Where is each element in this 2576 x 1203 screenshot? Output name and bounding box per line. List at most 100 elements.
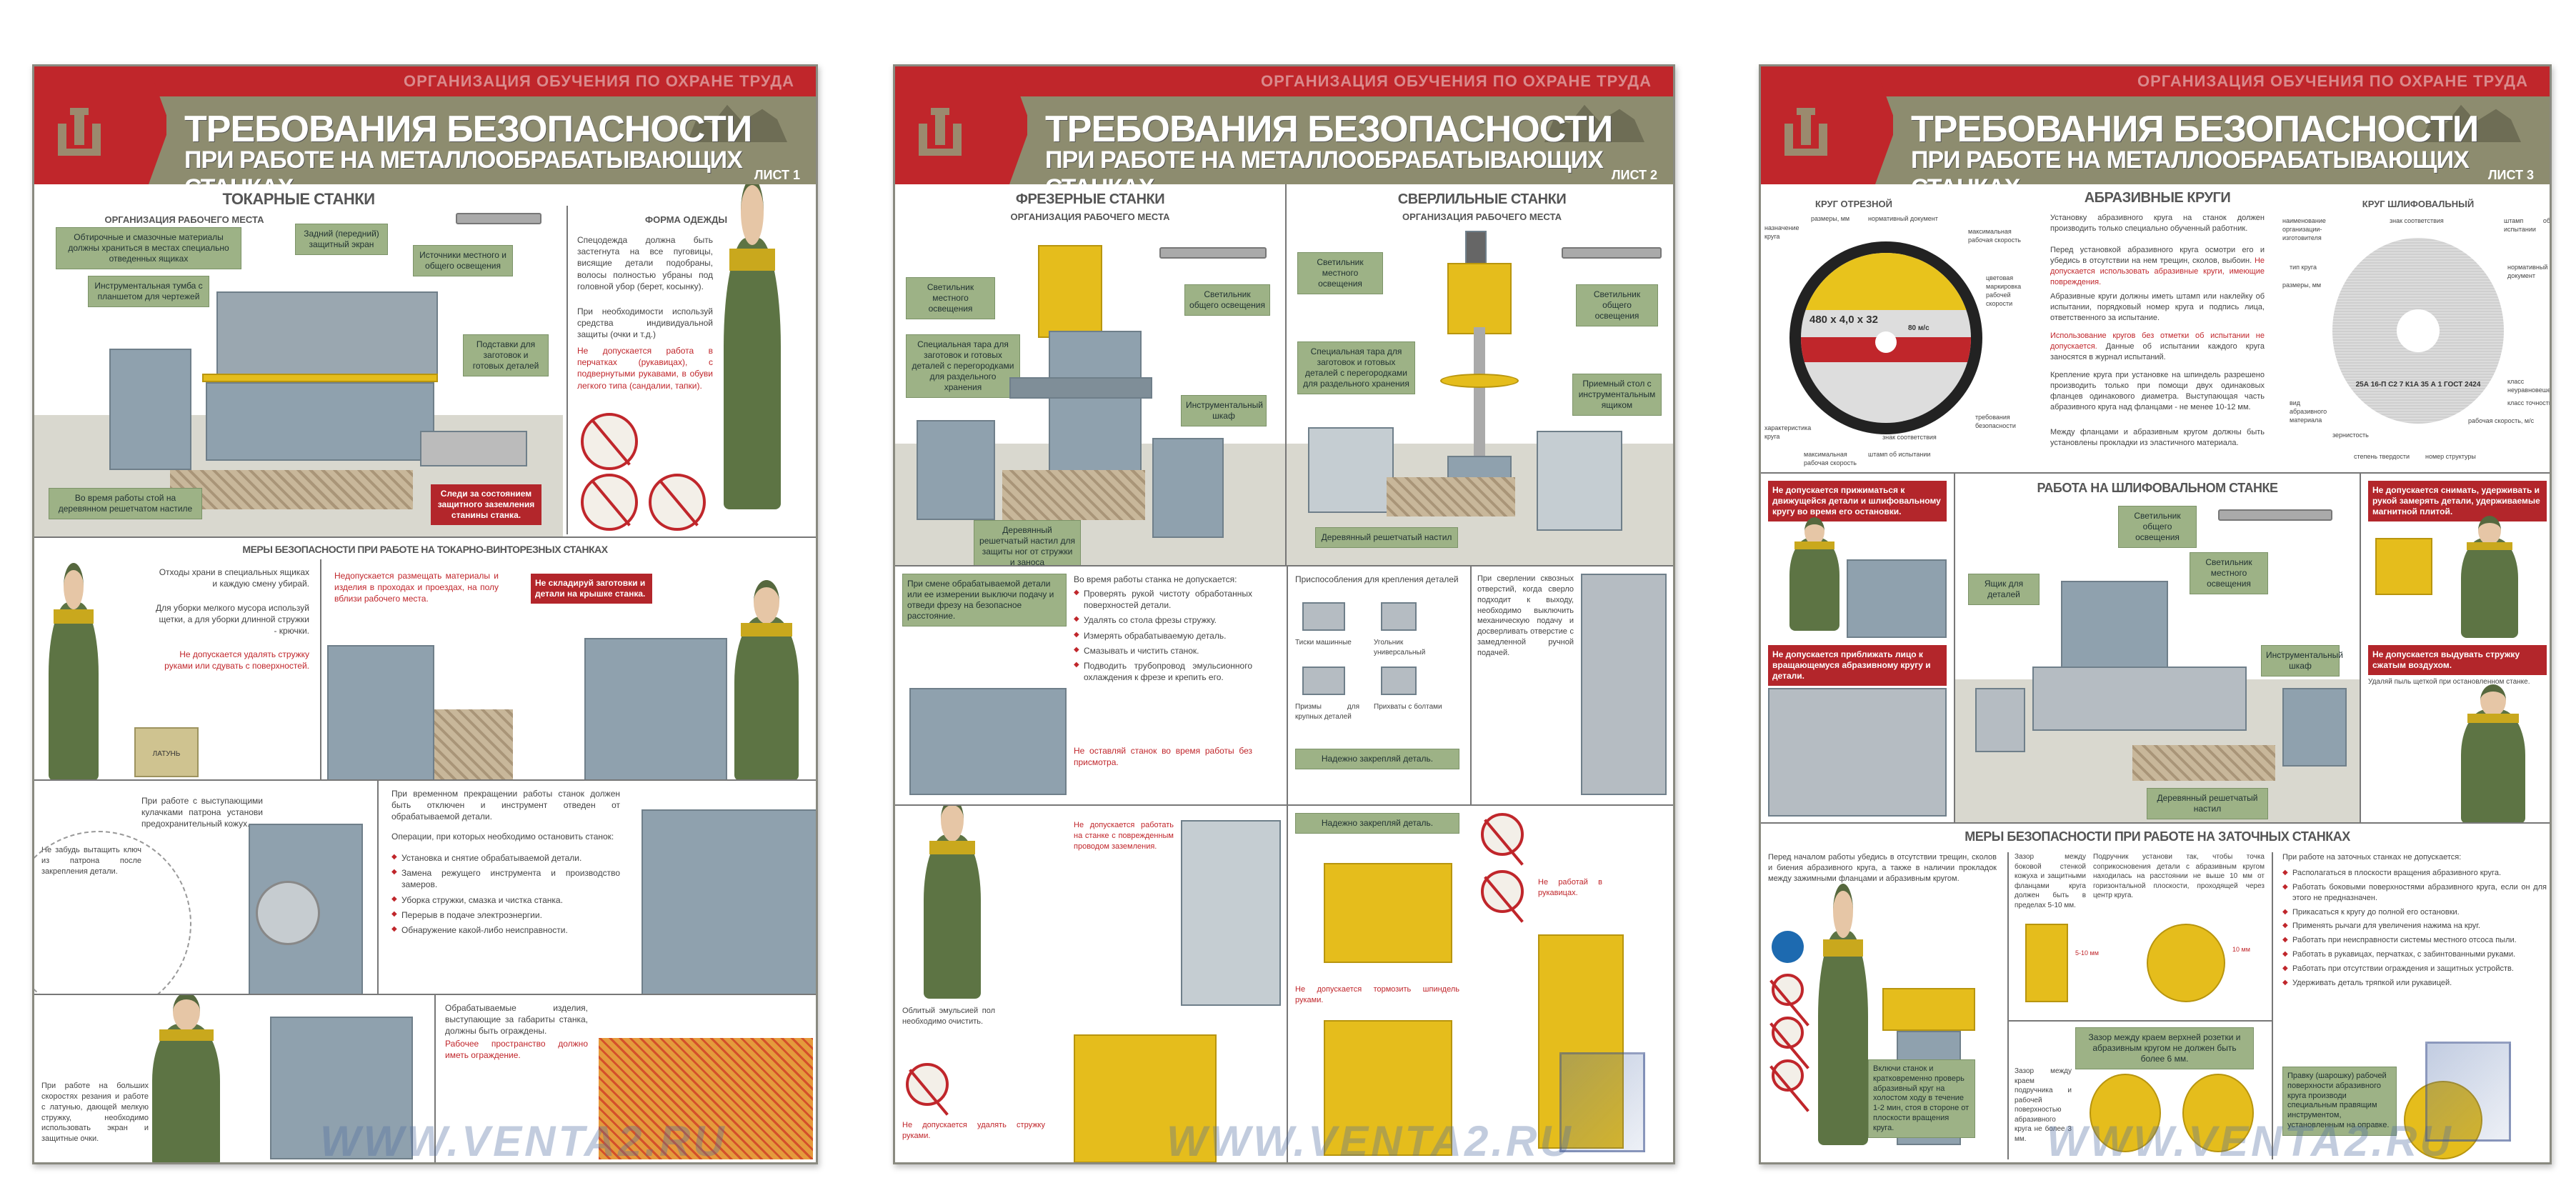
abrasive-wheels-section: АБРАЗИВНЫЕ КРУГИ КРУГ ОТРЕЗНОЙ 480 x 4,0…	[1761, 184, 2550, 474]
abrasive-text-3: Абразивные круги должны иметь штамп или …	[2050, 292, 2265, 322]
fence-text: Обрабатываемые изделия, выступающие за г…	[445, 1003, 588, 1037]
lathe-machine	[641, 809, 816, 994]
wheel-front-view	[2147, 924, 2225, 1002]
list-item: Уборка стружки, смазка и чистка станка.	[391, 894, 620, 906]
prohibition-icon	[906, 1063, 949, 1106]
warning-lid: Не складируй заготовки и детали на крышк…	[531, 574, 652, 604]
list-item: Проверять рукой чистоту обработанных пов…	[1074, 588, 1252, 611]
waste-warning: Не допускается удалять стружку руками ил…	[164, 649, 309, 672]
no-gloves-icon	[581, 474, 638, 531]
wheel-label: размеры, мм	[2282, 281, 2322, 289]
clamp-icon	[1381, 667, 1417, 695]
grinding-machine	[2061, 581, 2168, 674]
cut-wheel-icon: 480 x 4,0 x 32 80 м/с	[1789, 241, 1982, 434]
sheet-number: ЛИСТ 2	[1611, 168, 1657, 182]
list-item: Установка и снятие обрабатываемой детали…	[391, 852, 620, 864]
workplace-subtitle: ОРГАНИЗАЦИЯ РАБОЧЕГО МЕСТА	[1402, 211, 1562, 222]
drilling-workplace-section: СВЕРЛИЛЬНЫЕ СТАНКИ ОРГАНИЗАЦИЯ РАБОЧЕГО …	[1287, 184, 1673, 566]
wheel-label: степень твердости	[2354, 453, 2410, 460]
waste-text-1: Отходы храни в специальных ящиках и кажд…	[159, 567, 309, 589]
sheet-number: ЛИСТ 3	[2487, 168, 2534, 182]
zoom-circle	[34, 831, 191, 994]
abrasive-text-4: Использование кругов без отметки об испы…	[2050, 331, 2265, 363]
clean-warning: Не допускается удалять стружку руками.	[902, 1121, 1045, 1140]
drill-head	[1324, 1020, 1452, 1156]
sharp-callout: Включи станок и кратковременно проверь а…	[1868, 1059, 1975, 1139]
prohibition-icon	[1772, 1017, 1804, 1049]
right-caption: Удаляй пыль щеткой при остановленном ста…	[2368, 678, 2530, 686]
divider	[1287, 806, 1288, 1162]
divider	[566, 206, 568, 534]
mill-forbid-list: Проверять рукой чистоту обработанных пов…	[1074, 588, 1252, 687]
callout-general-light: Светильник общего освещения	[1184, 284, 1270, 316]
list-item: Работать боковыми поверхностями абразивн…	[2282, 882, 2547, 904]
lathe-machine	[270, 1017, 413, 1159]
wheel-label: цветовая маркировка рабочей скорости	[1986, 274, 2022, 308]
drill-machine	[1538, 934, 1624, 1149]
drill-table	[1324, 863, 1452, 963]
hands-warning: Не допускается тормозить шпиндель руками…	[1295, 985, 1459, 1004]
logo-icon	[1784, 108, 1827, 156]
clothing-text-1: Спецодежда должна быть застегнута на все…	[577, 235, 713, 291]
tool-cabinet	[2282, 688, 2347, 767]
watermark: WWW.VENTA2.RU	[320, 1117, 727, 1164]
callout-cabinet: Инструментальный шкаф	[2261, 645, 2343, 677]
wheel-label: 480 x 4,0 x 32 80 м/с	[1801, 253, 1971, 423]
divider	[1470, 566, 1472, 804]
bench-grinder	[1882, 988, 1975, 1031]
divider	[377, 781, 379, 994]
callout-floor: Деревянный решетчатый настил	[2147, 788, 2268, 819]
drill-column	[1474, 327, 1485, 470]
warning-right-2: Не допускается выдувать стружку сжатым в…	[2368, 645, 2547, 675]
list-item: Замена режущего инструмента и производст…	[391, 867, 620, 890]
prohibition-icon	[1481, 870, 1524, 913]
divider	[2272, 852, 2273, 1159]
wooden-grate	[1387, 477, 1515, 516]
text: Данные об испытании каждого круга занося…	[2050, 341, 2265, 361]
worker-figure	[734, 580, 799, 779]
poster-sheet-2: ОРГАНИЗАЦИЯ ОБУЧЕНИЯ ПО ОХРАНЕ ТРУДА ТРЕ…	[893, 64, 1675, 1164]
wheel-label: характеристика круга	[1764, 424, 1812, 441]
lathe-machine	[584, 638, 727, 779]
callout-screen: Задний (передний) защитный экран	[295, 224, 388, 255]
callout-materials: Обтирочные и смазочные материалы должны …	[56, 227, 241, 269]
measures-row-2: При работе с выступающими кулачками патр…	[34, 781, 816, 995]
wooden-grate	[1002, 470, 1145, 520]
poster-header: ОРГАНИЗАЦИЯ ОБУЧЕНИЯ ПО ОХРАНЕ ТРУДА ТРЕ…	[34, 66, 816, 201]
wheel-yellow-band	[1801, 253, 1971, 310]
abrasive-text-2: Перед установкой абразивного круга осмот…	[2050, 245, 2265, 287]
prism-icon	[1302, 667, 1345, 695]
abrasive-text-6: Между фланцами и абразивным кругом должн…	[2050, 428, 2265, 447]
wheel-label: назначение круга	[1764, 224, 1799, 241]
mill-forbid-title: Во время работы станка не допускается:	[1074, 574, 1237, 584]
milling-table	[1009, 377, 1152, 399]
divider	[1287, 566, 1288, 804]
poster-sheet-1: ОРГАНИЗАЦИЯ ОБУЧЕНИЯ ПО ОХРАНЕ ТРУДА ТРЕ…	[32, 64, 818, 1164]
forbid-list: Располагаться в плоскости вращения абраз…	[2282, 868, 2547, 992]
callout-local-light: Светильник местного освещения	[906, 277, 995, 319]
watermark: WWW.VENTA2.RU	[1167, 1117, 1574, 1164]
gap-text-4: Зазор между краем подручника и рабочей п…	[2015, 1067, 2072, 1143]
lathe-base	[206, 382, 434, 461]
abrasive-text-5: Крепление круга при установке на шпиндел…	[2050, 371, 2265, 411]
stop-ops-list: Установка и снятие обрабатываемой детали…	[391, 852, 620, 939]
lamp-icon	[456, 213, 541, 224]
callout-general-light: Светильник общего освещения	[2118, 506, 2197, 548]
wheel-hole	[2397, 309, 2440, 352]
wheel-side-view	[2025, 924, 2068, 1002]
measures-title: МЕРЫ БЕЗОПАСНОСТИ ПРИ РАБОТЕ НА ТОКАРНО-…	[242, 544, 608, 555]
abrasive-text-1: Установку абразивного круга на станок до…	[2050, 214, 2265, 233]
prohibition-icon	[1481, 813, 1524, 856]
section-title: АБРАЗИВНЫЕ КРУГИ	[2084, 190, 2231, 206]
logo-icon	[919, 108, 962, 156]
lamp-icon	[1159, 247, 1267, 259]
callout-local-light: Светильник местного освещения	[2190, 552, 2268, 594]
gap-measure: 5-10 мм	[2075, 949, 2099, 957]
list-item: Удерживать деталь тряпкой или рукавицей.	[2282, 978, 2547, 989]
grind-wheel-title: КРУГ ШЛИФОВАЛЬНЫЙ	[2362, 199, 2475, 209]
workplace-subtitle: ОРГАНИЗАЦИЯ РАБОЧЕГО МЕСТА	[104, 214, 264, 225]
callout-local-light: Светильник местного освещения	[1297, 252, 1383, 294]
divider	[2009, 1020, 2272, 1022]
poster-header: ОРГАНИЗАЦИЯ ОБУЧЕНИЯ ПО ОХРАНЕ ТРУДА ТРЕ…	[1761, 66, 2550, 201]
wheel-label: рабочая скорость, м/с	[2468, 417, 2535, 424]
